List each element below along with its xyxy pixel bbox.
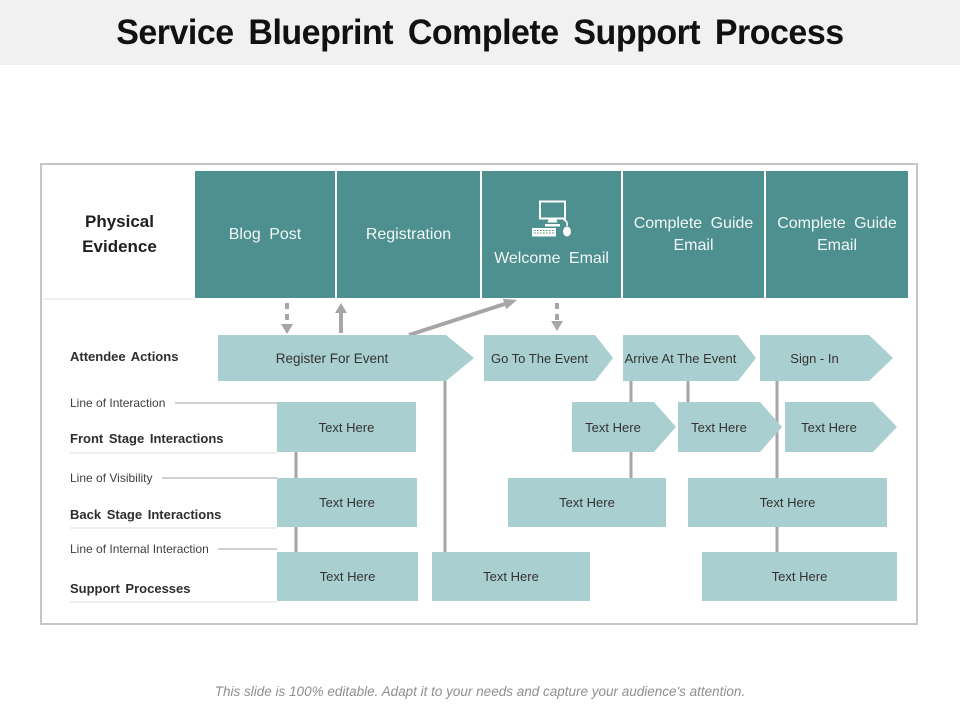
header-cell-label: Welcome Email — [494, 249, 609, 267]
footer-note: This slide is 100% editable. Adapt it to… — [214, 684, 746, 699]
header-cell-blog-post: Blog Post — [195, 171, 335, 298]
lane-label-back-stage-interactions: Back Stage Interactions — [70, 507, 222, 522]
header-cell-label: Blog Post — [228, 225, 302, 243]
support-box-2: Text Here — [432, 552, 590, 601]
header-cell-welcome-email: Welcome Email — [482, 171, 621, 298]
physical-evidence-text: Physical Evidence — [82, 211, 157, 256]
support-box-1: Text Here — [277, 552, 418, 601]
lane-label-attendee-actions: Attendee Actions — [70, 349, 179, 364]
lane-label-line-of-visibility: Line of Visibility — [70, 471, 153, 485]
back-stage-box-2: Text Here — [508, 478, 666, 527]
attendee-box-register-for-event: Register For Event — [218, 335, 474, 381]
title-band: Service Blueprint Complete Support Proce… — [0, 0, 960, 65]
back-stage-box-3: Text Here — [688, 478, 887, 527]
slide-title: Service Blueprint Complete Support Proce… — [116, 12, 844, 52]
attendee-box-sign-in: Sign - In — [760, 335, 893, 381]
computer-icon — [531, 200, 571, 237]
header-cell-label: Complete Guide Email — [777, 214, 897, 254]
lane-label-line-of-internal-interaction: Line of Internal Interaction — [70, 542, 209, 556]
physical-evidence-label: Physical Evidence — [44, 171, 195, 298]
front-stage-box-2: Text Here — [572, 402, 676, 452]
front-stage-box-3: Text Here — [678, 402, 782, 452]
attendee-box-arrive-at-the-event: Arrive At The Event — [623, 335, 756, 381]
header-cell-label: Complete Guide Email — [633, 214, 754, 254]
attendee-box-go-to-the-event: Go To The Event — [484, 335, 613, 381]
support-box-3: Text Here — [702, 552, 897, 601]
header-cell-complete-guide-email-2: Complete Guide Email — [766, 171, 908, 298]
header-cell-registration: Registration — [337, 171, 480, 298]
header-cell-label: Registration — [365, 225, 452, 243]
front-stage-box-1: Text Here — [277, 402, 416, 452]
lane-label-support-processes: Support Processes — [70, 581, 191, 596]
lane-label-front-stage-interactions: Front Stage Interactions — [70, 431, 224, 446]
header-cell-complete-guide-email-1: Complete Guide Email — [623, 171, 764, 298]
back-stage-box-1: Text Here — [277, 478, 417, 527]
lane-label-line-of-interaction: Line of Interaction — [70, 396, 166, 410]
front-stage-box-4: Text Here — [785, 402, 897, 452]
